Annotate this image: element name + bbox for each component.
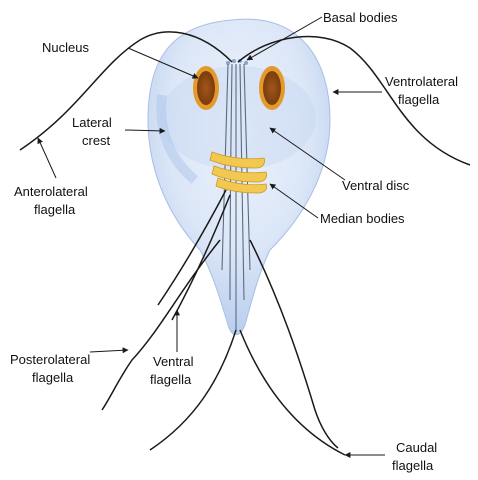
label-anterolateral-line1: Anterolateral [14, 184, 88, 199]
leader-anterolateral [38, 138, 56, 178]
label-ventral-line2: flagella [150, 372, 192, 387]
label-ventrolateral-line2: flagella [398, 92, 440, 107]
nucleus-left [193, 66, 219, 110]
label-posterolateral-line1: Posterolateral [10, 352, 90, 367]
ventral-disc [160, 66, 316, 170]
label-lateral-crest-line2: crest [82, 133, 111, 148]
label-lateral-crest-line1: Lateral [72, 115, 112, 130]
label-anterolateral-line2: flagella [34, 202, 76, 217]
nucleus-right [259, 66, 285, 110]
leader-posterolateral [90, 350, 128, 352]
label-ventral-disc: Ventral disc [342, 178, 410, 193]
label-median-bodies: Median bodies [320, 211, 405, 226]
label-nucleus: Nucleus [42, 40, 89, 55]
label-ventrolateral-line1: Ventrolateral [385, 74, 458, 89]
label-caudal-line1: Caudal [396, 440, 437, 455]
label-caudal-line2: flagella [392, 458, 434, 473]
label-posterolateral-line2: flagella [32, 370, 74, 385]
caudal-flagellum-right [240, 330, 345, 455]
label-basal-bodies: Basal bodies [323, 10, 398, 25]
label-ventral-line1: Ventral [153, 354, 194, 369]
caudal-flagellum-left [150, 330, 236, 450]
